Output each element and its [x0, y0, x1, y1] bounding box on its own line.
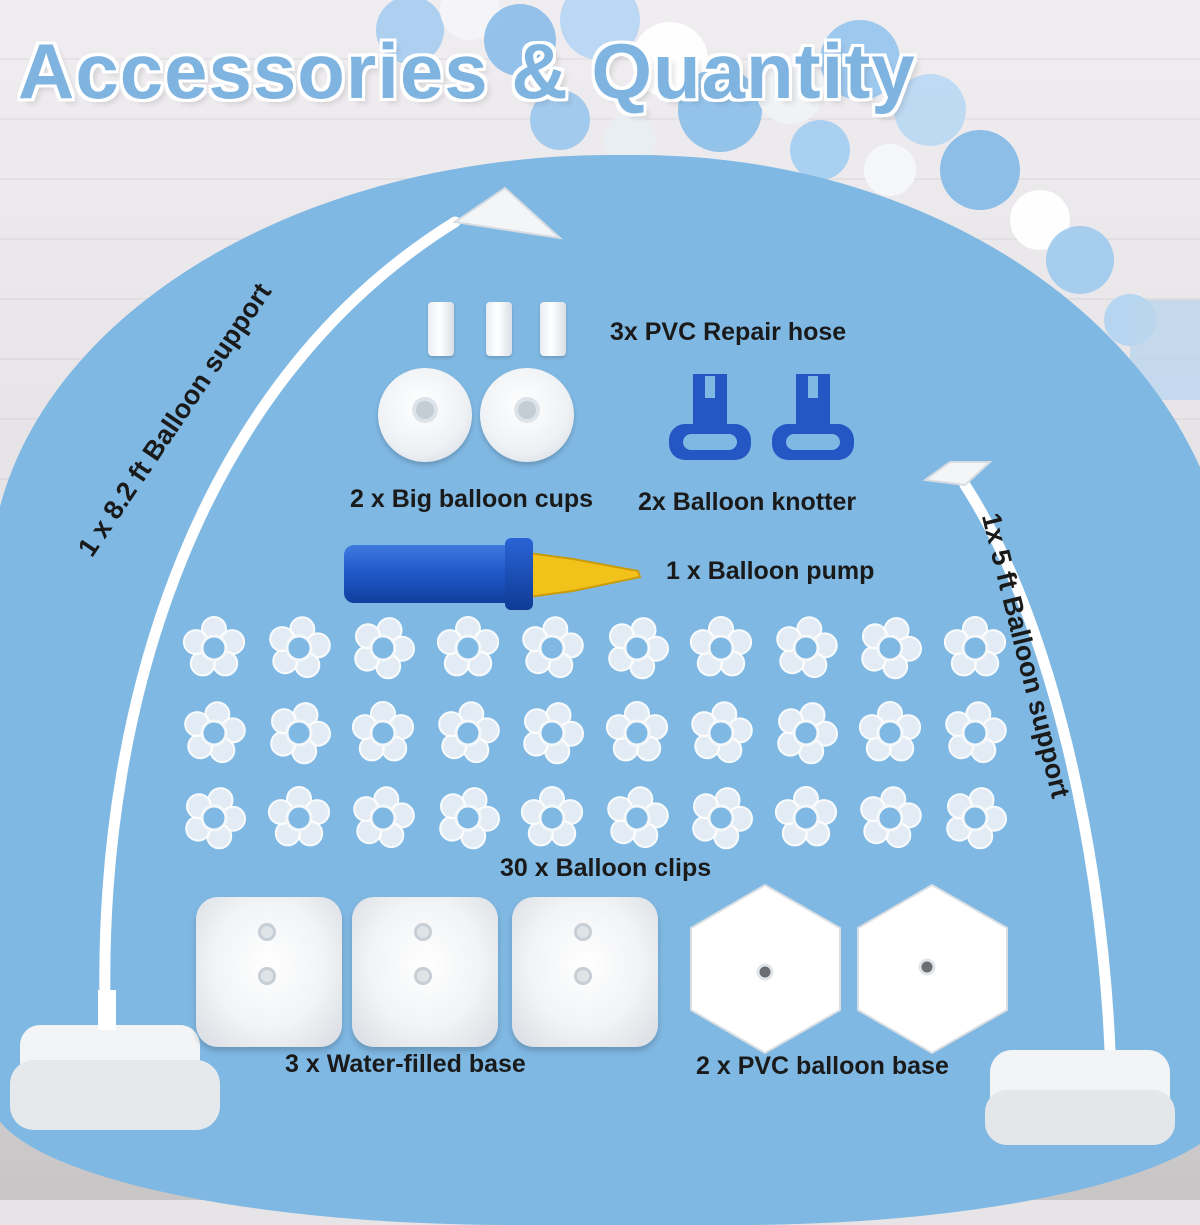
balloon-clip [267, 786, 331, 850]
pump-nozzle [528, 551, 642, 599]
water-filled-base [512, 897, 658, 1047]
repair-hose-label: 3x PVC Repair hose [610, 318, 847, 346]
balloon-pump [344, 545, 522, 603]
balloon-clip [351, 616, 415, 680]
balloon-clip [605, 786, 669, 850]
balloon-clip [351, 786, 415, 850]
balloon-clip [605, 701, 669, 765]
balloon-clip [943, 701, 1007, 765]
balloon-cup [378, 368, 472, 462]
balloon-clip [436, 786, 500, 850]
balloon-clip [182, 616, 246, 680]
balloon-clip [436, 701, 500, 765]
water-base-label: 3 x Water-filled base [285, 1050, 526, 1078]
balloon-garland [376, 0, 1200, 400]
pvc-balloon-base [857, 883, 1008, 1055]
balloon-clip [436, 616, 500, 680]
accessories-stage [20, 186, 1170, 1130]
balloon-clip [520, 786, 584, 850]
balloon-clip [689, 701, 753, 765]
balloon-clip [774, 786, 838, 850]
repair-hose [540, 302, 566, 356]
balloon-clip [520, 701, 584, 765]
balloon-clip [689, 786, 753, 850]
balloon-clip [858, 786, 922, 850]
balloon-clip [605, 616, 669, 680]
balloon-clip [182, 701, 246, 765]
balloon-clip [858, 701, 922, 765]
big-balloon-support [20, 186, 564, 1120]
pvc-base-label: 2 x PVC balloon base [696, 1052, 949, 1080]
clips-label: 30 x Balloon clips [500, 854, 712, 882]
balloon-clip [774, 701, 838, 765]
pvc-balloon-base [690, 883, 841, 1055]
balloon-clip [943, 616, 1007, 680]
balloon-knotter [772, 374, 854, 460]
pump-collar [505, 538, 533, 610]
balloon-clip [689, 616, 753, 680]
balloon-knotter [669, 374, 751, 460]
balloon-cup [480, 368, 574, 462]
balloon-clip [267, 616, 331, 680]
balloon-cups-label: 2 x Big balloon cups [350, 485, 594, 513]
balloon-clip [267, 701, 331, 765]
balloon-clip [520, 616, 584, 680]
pump-label: 1 x Balloon pump [666, 557, 875, 585]
repair-hose [486, 302, 512, 356]
water-filled-base [352, 897, 498, 1047]
water-filled-base [196, 897, 342, 1047]
balloon-clip [351, 701, 415, 765]
balloon-clip [182, 786, 246, 850]
balloon-clip [774, 616, 838, 680]
page-title: Accessories & Quantity [18, 27, 916, 115]
balloon-clip [943, 786, 1007, 850]
balloon-clip [858, 616, 922, 680]
small-balloon-support [922, 461, 1170, 1130]
repair-hose [428, 302, 454, 356]
knotter-label: 2x Balloon knotter [638, 488, 857, 516]
